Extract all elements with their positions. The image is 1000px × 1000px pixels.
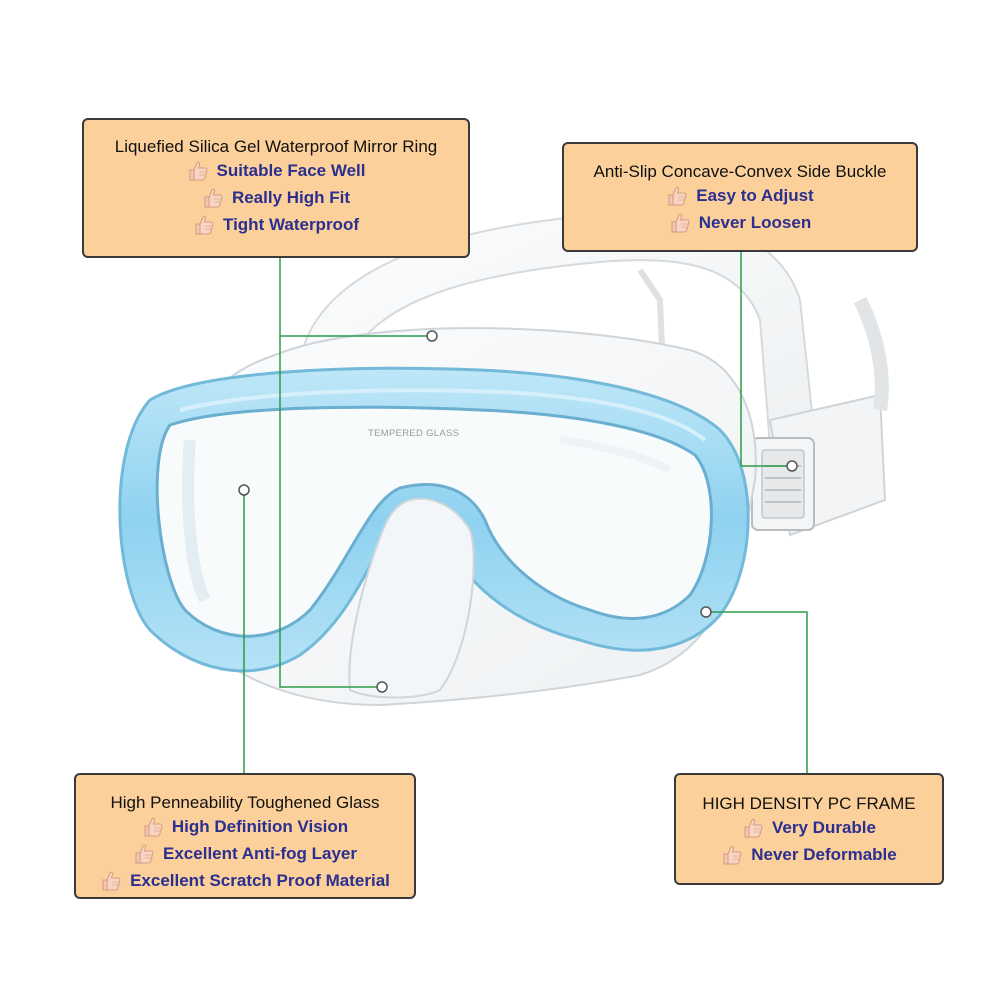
callout-title: Anti-Slip Concave-Convex Side Buckle: [593, 162, 887, 181]
thumbs-up-icon: [666, 185, 688, 207]
thumbs-up-icon: [100, 870, 122, 892]
feature-item: Suitable Face Well: [84, 157, 468, 184]
thumbs-up-icon: [193, 214, 215, 236]
pointer-dot-icon: [426, 330, 438, 342]
feature-item: Excellent Scratch Proof Material: [76, 867, 414, 894]
leader-line-side-buckle: [740, 252, 792, 467]
callout-frame: HIGH DENSITY PC FRAME Very Durable Never…: [674, 773, 944, 885]
feature-item: Easy to Adjust: [564, 182, 916, 209]
callout-title: HIGH DENSITY PC FRAME: [702, 794, 916, 813]
blue-frame: TEMPERED GLASS: [118, 366, 750, 699]
leader-line-frame: [706, 611, 808, 773]
feature-item: Really High Fit: [84, 184, 468, 211]
feature-item: Never Loosen: [564, 209, 916, 236]
thumbs-up-icon: [133, 843, 155, 865]
pointer-dot-icon: [786, 460, 798, 472]
feature-item: Very Durable: [676, 814, 942, 841]
feature-item: Never Deformable: [676, 841, 942, 868]
feature-item: High Definition Vision: [76, 813, 414, 840]
callout-title: High Penneability Toughened Glass: [110, 793, 380, 812]
callout-mirror-ring: Liquefied Silica Gel Waterproof Mirror R…: [82, 118, 470, 258]
thumbs-up-icon: [669, 212, 691, 234]
callout-glass: High Penneability Toughened Glass High D…: [74, 773, 416, 899]
thumbs-up-icon: [187, 160, 209, 182]
thumbs-up-icon: [742, 817, 764, 839]
feature-item: Tight Waterproof: [84, 211, 468, 238]
thumbs-up-icon: [202, 187, 224, 209]
leader-line-mirror-ring-lower: [279, 336, 382, 688]
leader-lines: [243, 252, 808, 773]
pointer-dot-icon: [376, 681, 388, 693]
callout-side-buckle: Anti-Slip Concave-Convex Side Buckle Eas…: [562, 142, 918, 252]
side-buckle: [751, 437, 815, 531]
callout-title: Liquefied Silica Gel Waterproof Mirror R…: [114, 137, 438, 156]
pointer-dots: [238, 330, 798, 693]
pointer-dot-icon: [700, 606, 712, 618]
feature-item: Excellent Anti-fog Layer: [76, 840, 414, 867]
thumbs-up-icon: [721, 844, 743, 866]
lens-marking: TEMPERED GLASS: [368, 428, 459, 439]
thumbs-up-icon: [142, 816, 164, 838]
pointer-dot-icon: [238, 484, 250, 496]
